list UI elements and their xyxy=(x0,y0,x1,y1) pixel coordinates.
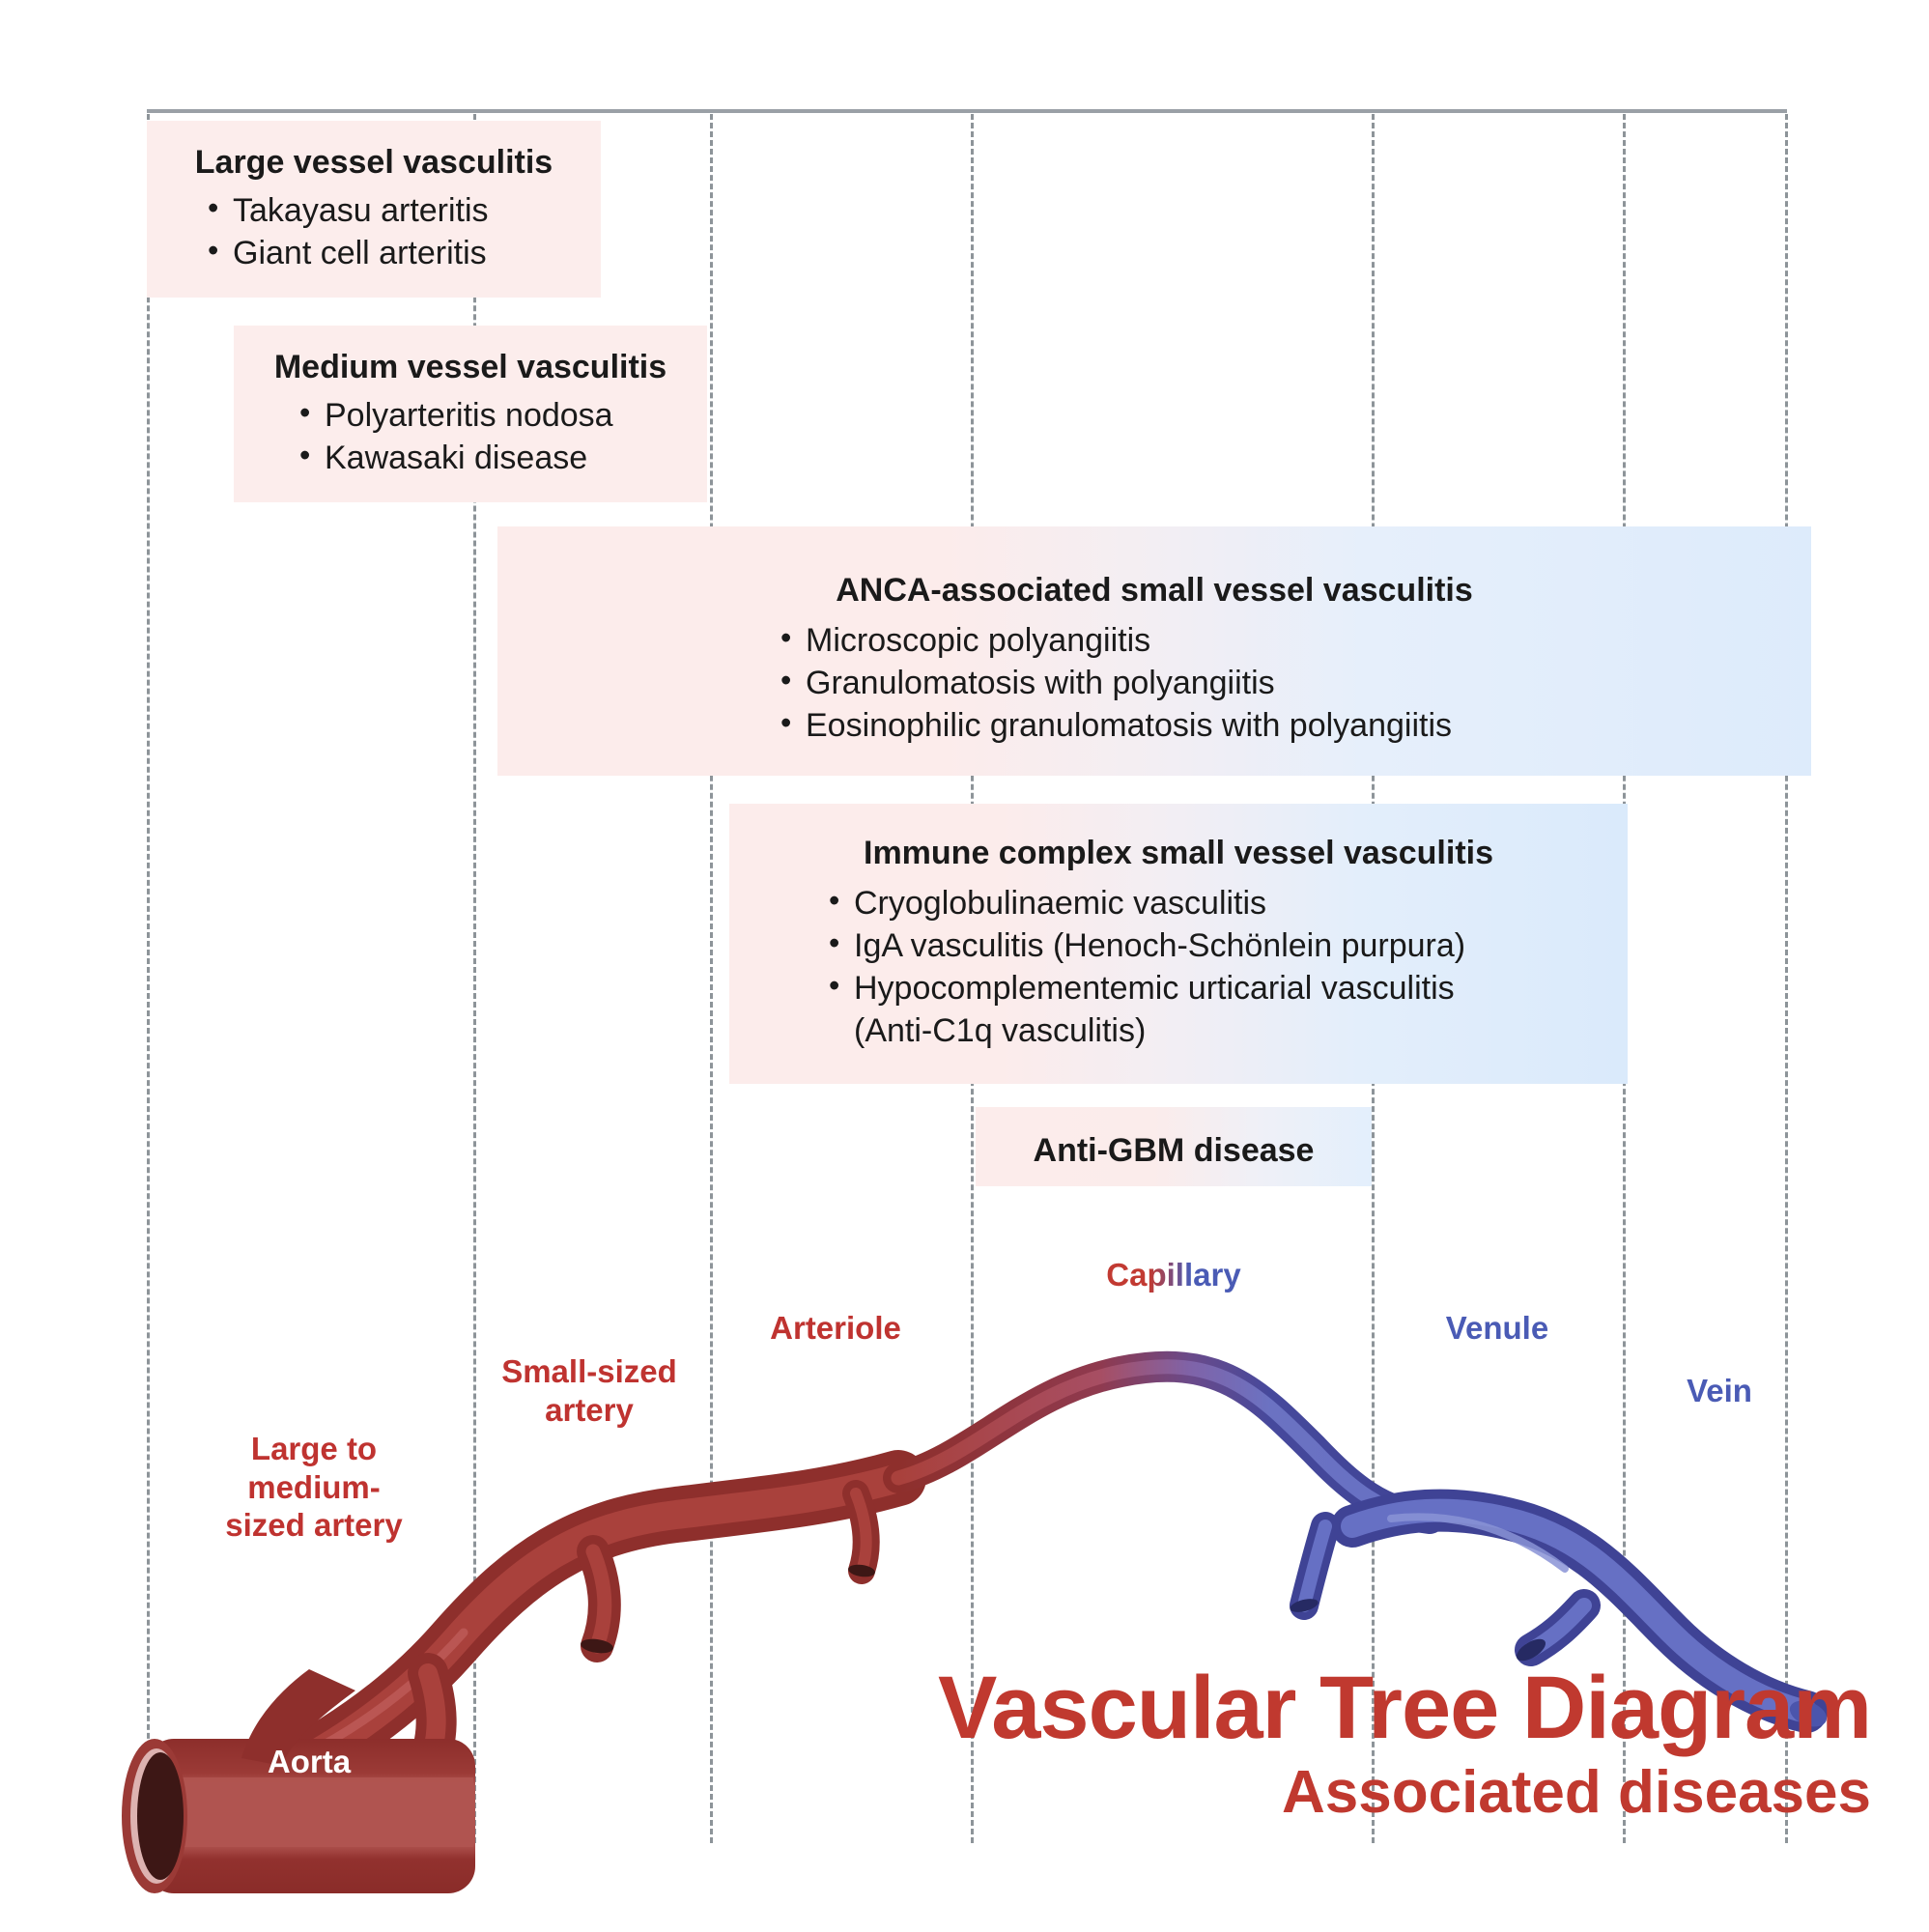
capillary-path-group xyxy=(842,1350,1445,1584)
label-line: sized artery xyxy=(225,1507,403,1544)
panel-title: ANCA-associated small vessel vasculitis xyxy=(836,572,1473,609)
label-line: medium- xyxy=(247,1468,381,1505)
page-subtitle: Associated diseases xyxy=(1281,1758,1871,1826)
guide-line-1 xyxy=(147,114,150,1843)
guide-line-7 xyxy=(1785,114,1788,1843)
vessel-label-aorta: Aorta xyxy=(267,1744,352,1779)
panel-anca-associated-small-vessel-vasculitis: ANCA-associated small vessel vasculitis … xyxy=(497,526,1811,776)
list-item: Kawasaki disease xyxy=(292,436,649,479)
panel-title: Large vessel vasculitis xyxy=(194,144,553,181)
guide-line-2 xyxy=(473,114,476,1843)
label-line: Small-sized xyxy=(501,1353,677,1389)
panel-title: Immune complex small vessel vasculitis xyxy=(864,835,1493,871)
panel-disease-list: Polyarteritis nodosa Kawasaki disease xyxy=(292,392,649,479)
panel-disease-list: Takayasu arteritis Giant cell arteritis xyxy=(200,187,548,274)
vein-path-group xyxy=(1290,1489,1828,1733)
panel-large-vessel-vasculitis: Large vessel vasculitis Takayasu arterit… xyxy=(147,121,601,298)
top-divider-line xyxy=(147,109,1787,113)
guide-line-3 xyxy=(710,114,713,1843)
vessel-label-arteriole: Arteriole xyxy=(770,1310,901,1346)
panel-immune-complex-small-vessel-vasculitis: Immune complex small vessel vasculitis C… xyxy=(729,804,1628,1084)
vessel-label-large-to-medium-artery: Large to medium- sized artery xyxy=(203,1430,425,1545)
vessel-label-vein: Vein xyxy=(1687,1373,1752,1408)
list-item: Granulomatosis with polyangiitis xyxy=(773,661,1536,704)
list-item: Hypocomplementemic urticarial vasculitis xyxy=(821,966,1536,1009)
list-item: Cryoglobulinaemic vasculitis xyxy=(821,880,1536,924)
vessel-label-small-sized-artery: Small-sized artery xyxy=(483,1352,695,1429)
page-title: Vascular Tree Diagram xyxy=(937,1659,1872,1757)
panel-disease-list: Microscopic polyangiitis Granulomatosis … xyxy=(773,617,1536,748)
vessel-label-capillary: Capillary xyxy=(1072,1256,1275,1294)
vascular-tree-illustration xyxy=(122,1350,1828,1893)
list-item-continuation: (Anti-C1q vasculitis) xyxy=(854,1012,1147,1050)
list-item: Takayasu arteritis xyxy=(200,187,548,232)
panel-medium-vessel-vasculitis: Medium vessel vasculitis Polyarteritis n… xyxy=(234,326,707,502)
panel-anti-gbm-disease: Anti-GBM disease xyxy=(976,1107,1372,1186)
panel-title: Anti-GBM disease xyxy=(1033,1132,1315,1169)
label-line: artery xyxy=(545,1391,634,1428)
panel-title: Medium vessel vasculitis xyxy=(273,349,667,385)
list-item: Eosinophilic granulomatosis with polyang… xyxy=(773,703,1536,747)
figure-title-block: Vascular Tree Diagram Associated disease… xyxy=(937,1659,1872,1826)
list-item: IgA vasculitis (Henoch-Schönlein purpura… xyxy=(821,923,1536,967)
aorta-vessel xyxy=(122,1669,475,1893)
vessel-label-venule: Venule xyxy=(1445,1310,1549,1346)
panel-disease-list: Cryoglobulinaemic vasculitis IgA vasculi… xyxy=(821,880,1536,1053)
list-item: Microscopic polyangiitis xyxy=(773,617,1536,662)
list-item: Polyarteritis nodosa xyxy=(292,392,649,437)
label-line: Large to xyxy=(250,1431,378,1466)
list-item: Giant cell arteritis xyxy=(200,231,548,274)
